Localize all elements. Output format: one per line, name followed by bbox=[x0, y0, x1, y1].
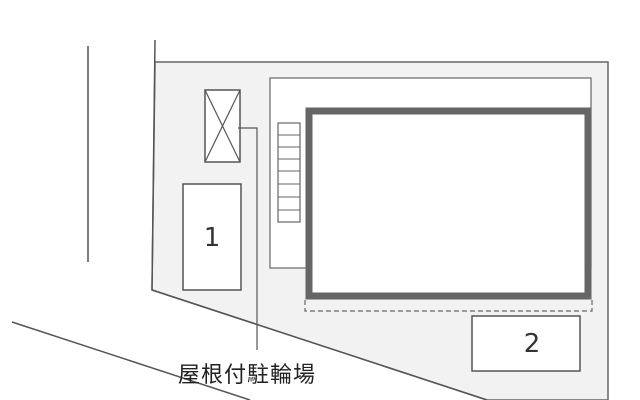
parking-space-1 bbox=[182, 183, 242, 291]
staircase bbox=[277, 122, 301, 223]
parking-space-2-label: 2 bbox=[524, 329, 541, 359]
bike-parking-leader-line bbox=[238, 127, 258, 350]
parking-space-2 bbox=[471, 315, 581, 372]
road-line-diagonal-outer bbox=[11, 321, 251, 400]
road-line-inner bbox=[151, 39, 156, 291]
main-building bbox=[305, 107, 592, 300]
road-line-diagonal-inner bbox=[151, 289, 488, 400]
bike-parking-caption: 屋根付駐輪場 bbox=[178, 363, 317, 388]
bike-parking-box bbox=[204, 89, 241, 163]
balcony-dashed-line bbox=[304, 300, 593, 312]
parking-space-1-label: 1 bbox=[204, 223, 221, 253]
